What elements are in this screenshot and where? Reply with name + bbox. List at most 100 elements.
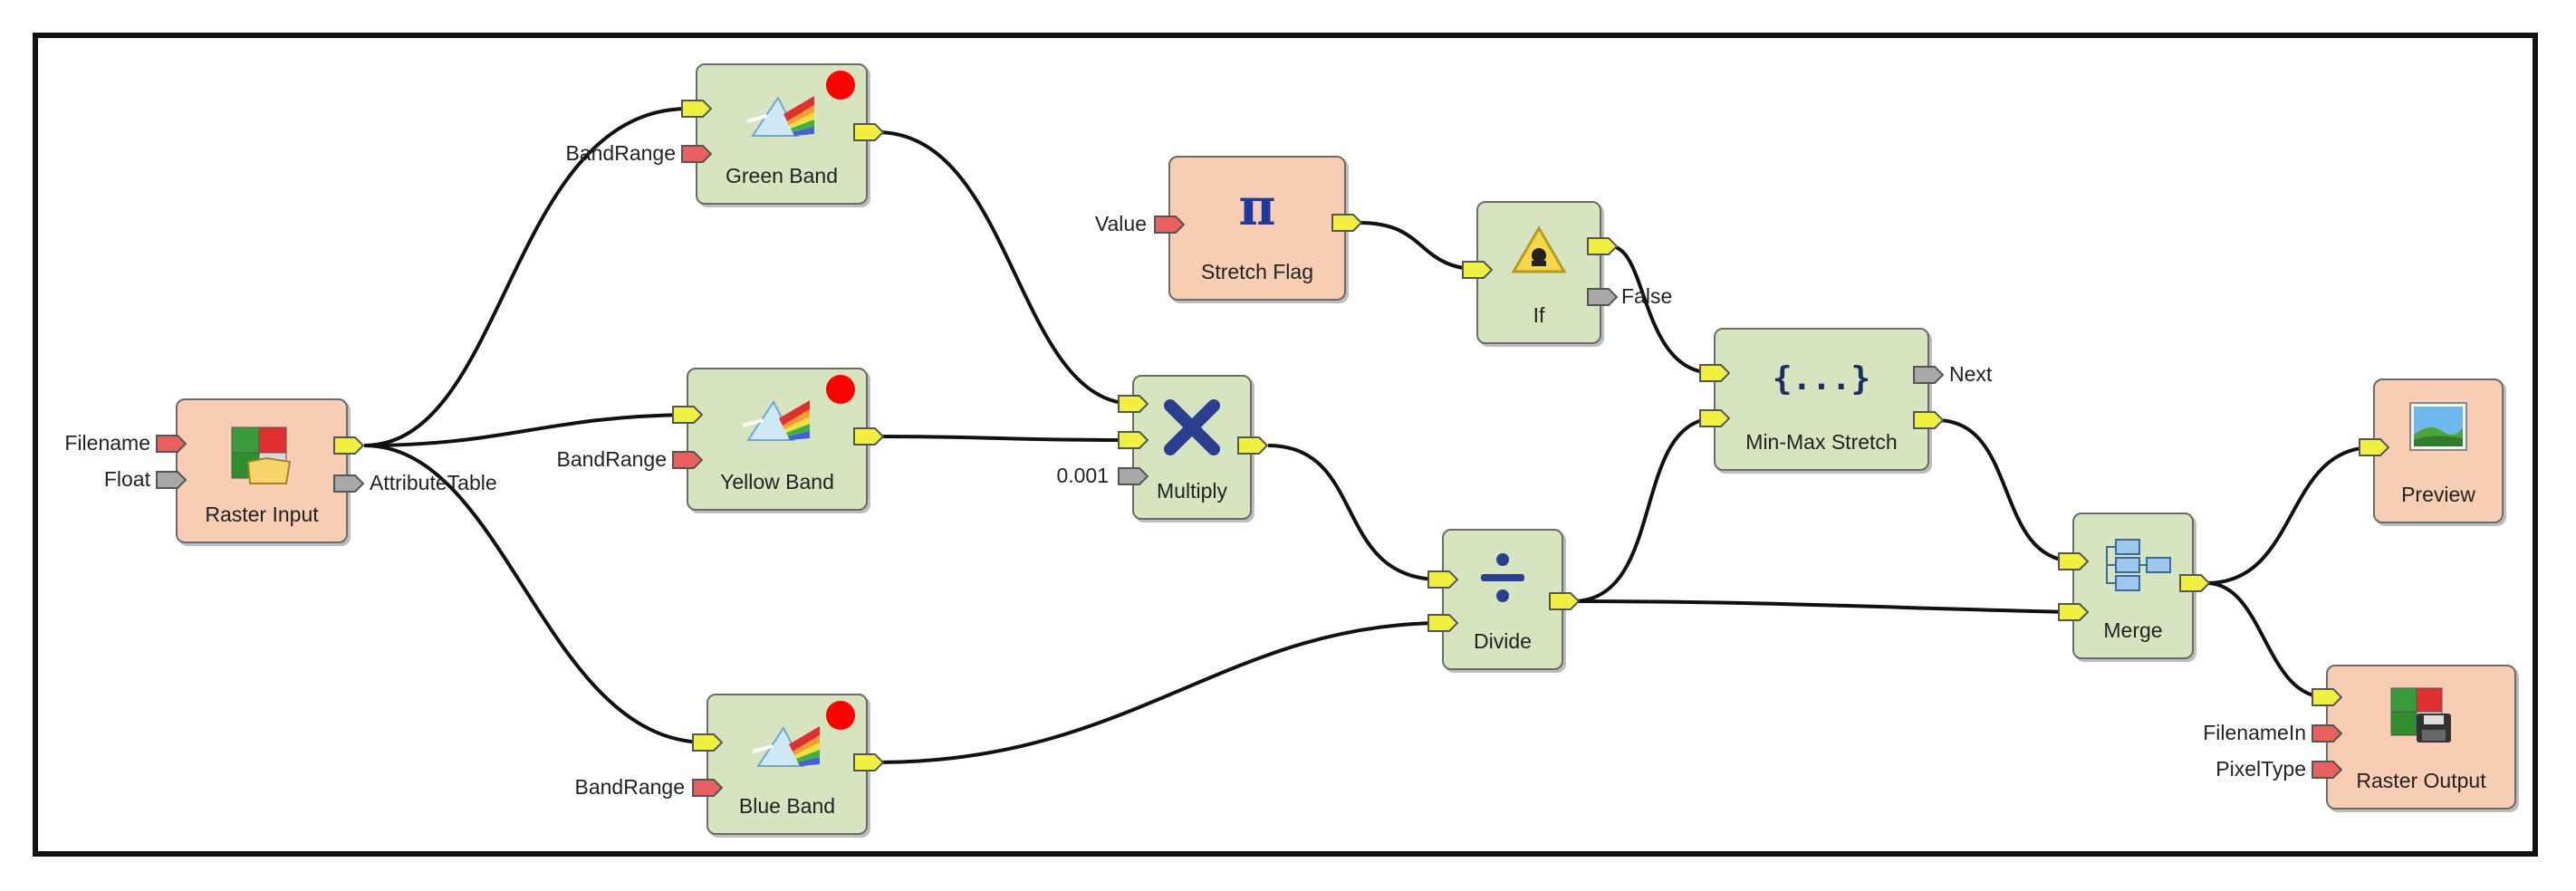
if-true-output-port[interactable] — [1587, 237, 1618, 255]
blue-band-range-port[interactable] — [692, 779, 723, 797]
wire-divide-merge — [1572, 599, 2075, 614]
raster-save-icon — [2390, 687, 2451, 742]
wire-multiply-divide — [1267, 444, 1441, 581]
blue-band-node[interactable]: Blue Band — [706, 694, 868, 835]
wire-if-minmax — [1610, 244, 1715, 375]
filename-port-label: Filename — [64, 431, 150, 455]
divide-icon — [1481, 553, 1524, 602]
next-port-label: Next — [1949, 362, 1993, 386]
min-max-input-port-1[interactable] — [1699, 364, 1730, 382]
divide-output-port[interactable] — [1549, 592, 1580, 610]
value-port-label: Value — [1094, 212, 1147, 235]
raster-input-icon — [231, 426, 292, 484]
multiply-label: Multiply — [1157, 479, 1227, 503]
min-max-stretch-node[interactable]: {...} Min-Max Stretch — [1714, 328, 1929, 471]
wire-yellow-multiply — [876, 435, 1135, 442]
blue-band-label: Blue Band — [738, 794, 836, 818]
next-port[interactable] — [1913, 366, 1944, 384]
preview-label: Preview — [2401, 483, 2475, 506]
wire-green-multiply — [876, 130, 1135, 406]
value-port[interactable] — [1154, 216, 1185, 234]
multiply-input-port-2[interactable] — [1118, 431, 1149, 449]
divide-input-port-1[interactable] — [1427, 570, 1458, 589]
if-node[interactable]: If — [1476, 201, 1601, 344]
raster-input-label: Raster Input — [205, 503, 319, 526]
error-indicator — [826, 71, 855, 100]
multiply-input-port-1[interactable] — [1118, 395, 1149, 413]
yellow-band-node[interactable]: Yellow Band — [687, 368, 868, 511]
raster-input-node[interactable]: Raster Input — [176, 398, 348, 543]
script-braces-icon: {...} — [1772, 360, 1871, 398]
blue-band-range-label: BandRange — [574, 775, 686, 799]
preview-node[interactable]: Preview — [2373, 378, 2504, 523]
landscape-image-icon — [2409, 402, 2467, 451]
divide-input-port-2[interactable] — [1427, 614, 1458, 632]
filename-port[interactable] — [156, 435, 187, 453]
raster-output-node[interactable]: Raster Output — [2326, 665, 2516, 810]
merge-icon — [2106, 539, 2171, 591]
yellow-band-output-port[interactable] — [853, 427, 884, 446]
stretch-flag-node[interactable]: π Stretch Flag — [1168, 156, 1346, 301]
blue-band-output-port[interactable] — [853, 753, 884, 771]
pixel-type-port[interactable] — [2312, 761, 2342, 779]
warning-icon — [1511, 225, 1567, 273]
wire-merge-output — [2206, 581, 2327, 699]
green-band-output-port[interactable] — [853, 123, 884, 141]
wire-raster-green — [363, 107, 689, 447]
prism-icon — [747, 96, 814, 137]
min-max-output-port[interactable] — [1913, 411, 1944, 429]
green-band-range-label: BandRange — [565, 141, 677, 165]
yellow-band-range-port[interactable] — [672, 451, 703, 469]
blue-band-input-port[interactable] — [692, 733, 723, 752]
min-max-stretch-label: Min-Max Stretch — [1745, 430, 1898, 454]
stretch-flag-label: Stretch Flag — [1201, 260, 1313, 283]
yellow-band-input-port[interactable] — [672, 406, 703, 424]
wire-blue-divide — [876, 621, 1441, 764]
divide-node[interactable]: Divide — [1442, 529, 1563, 670]
error-indicator — [826, 375, 855, 404]
stretch-flag-output-port[interactable] — [1331, 214, 1362, 232]
merge-input-port-1[interactable] — [2058, 552, 2089, 570]
attribute-table-port[interactable] — [333, 474, 364, 493]
prism-icon — [753, 726, 820, 767]
error-indicator — [826, 701, 855, 730]
min-max-input-port-2[interactable] — [1699, 409, 1730, 427]
raster-output-input-port[interactable] — [2312, 688, 2342, 706]
multiply-icon — [1164, 399, 1220, 455]
merge-input-port-2[interactable] — [2058, 603, 2089, 621]
if-input-port[interactable] — [1462, 261, 1493, 279]
wire-raster-blue — [363, 444, 707, 744]
float-port-label: Float — [103, 467, 150, 491]
if-false-port[interactable] — [1587, 288, 1618, 306]
pi-icon: π — [1238, 177, 1276, 237]
wire-minmax-merge — [1936, 418, 2075, 563]
green-band-range-port[interactable] — [681, 145, 712, 163]
filename-in-port-label: FilenameIn — [2203, 721, 2306, 744]
green-band-input-port[interactable] — [681, 100, 712, 118]
prism-icon — [743, 400, 810, 441]
green-band-node[interactable]: Green Band — [696, 63, 868, 205]
multiply-node[interactable]: Multiply — [1132, 375, 1252, 520]
raster-input-output-port[interactable] — [333, 436, 364, 455]
wire-merge-preview — [2206, 446, 2374, 585]
constant-port-label: 0.001 — [1056, 464, 1109, 487]
filename-in-port[interactable] — [2312, 724, 2342, 742]
preview-input-port[interactable] — [2359, 438, 2389, 456]
false-port-label: False — [1621, 284, 1673, 308]
if-label: If — [1533, 303, 1545, 327]
merge-node[interactable]: Merge — [2072, 513, 2194, 659]
divide-label: Divide — [1474, 629, 1532, 653]
multiply-output-port[interactable] — [1237, 436, 1268, 455]
multiply-constant-port[interactable] — [1118, 467, 1149, 485]
attribute-table-port-label: AttributeTable — [370, 471, 497, 494]
wire-raster-yellow — [363, 413, 689, 447]
merge-output-port[interactable] — [2179, 574, 2210, 592]
pixel-type-port-label: PixelType — [2216, 757, 2306, 781]
merge-label: Merge — [2103, 618, 2163, 642]
yellow-band-label: Yellow Band — [720, 470, 834, 493]
wire-divide-minmax — [1572, 417, 1715, 603]
yellow-band-range-label: BandRange — [556, 447, 668, 471]
green-band-label: Green Band — [725, 164, 839, 187]
float-port[interactable] — [156, 471, 187, 489]
